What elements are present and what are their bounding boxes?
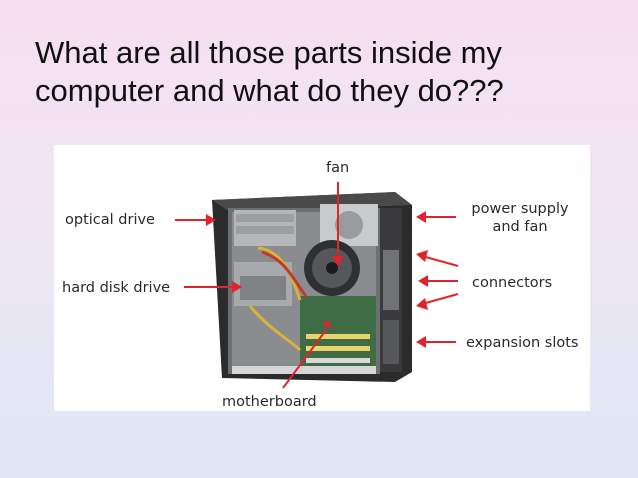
label-power-supply-line2: and fan	[492, 219, 548, 235]
label-fan: fan	[326, 160, 350, 176]
connectors-arrowhead-1	[416, 250, 428, 262]
fan-arrowhead	[332, 256, 344, 266]
optical-drive-arrowhead	[206, 214, 216, 226]
slide-title: What are all those parts inside my compu…	[35, 35, 504, 108]
motherboard-arrowhead	[322, 320, 331, 330]
connectors-arrow-1	[421, 255, 459, 267]
label-power-supply: power supply and fan	[465, 200, 575, 236]
computer-case-illustration	[212, 192, 412, 382]
connectors-arrowhead-2	[418, 275, 428, 287]
label-motherboard: motherboard	[222, 394, 317, 410]
expansion-slots-arrowhead	[416, 336, 426, 348]
power-supply-arrowhead	[416, 211, 426, 223]
label-hard-disk-drive: hard disk drive	[62, 280, 171, 296]
label-connectors: connectors	[472, 275, 553, 291]
label-power-supply-line1: power supply	[471, 201, 569, 217]
connectors-arrowhead-3	[416, 298, 428, 310]
hard-disk-arrowhead	[232, 281, 242, 293]
connectors-arrow-3	[421, 293, 459, 305]
label-expansion-slots: expansion slots	[466, 335, 579, 351]
motherboard-arrow	[282, 329, 327, 389]
label-optical-drive: optical drive	[65, 212, 155, 228]
